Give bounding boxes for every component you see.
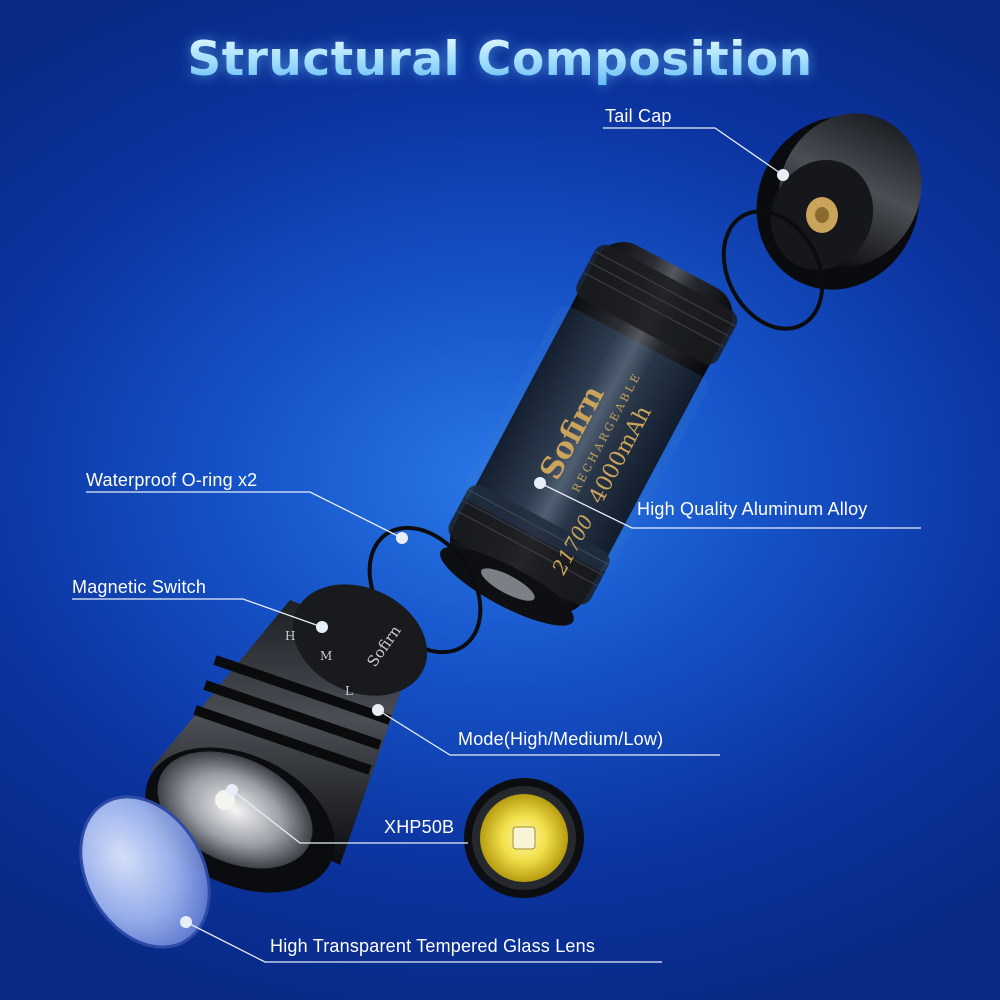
magnetic-switch-leader: [72, 598, 323, 628]
tail-cap-label: Tail Cap: [605, 106, 672, 126]
tail-cap-leader: [603, 127, 784, 176]
o-ring-label: Waterproof O-ring x2: [86, 470, 258, 490]
aluminum-label: High Quality Aluminum Alloy: [637, 499, 868, 519]
battery-tube: [440, 242, 738, 626]
mode-l-text: L: [345, 684, 353, 698]
o-ring-leader: [86, 491, 403, 539]
mode-h-text: H: [285, 629, 295, 643]
lens-label: High Transparent Tempered Glass Lens: [270, 936, 596, 956]
led-label: XHP50B: [384, 817, 455, 837]
mode-leader: [377, 709, 720, 756]
led-leader: [231, 789, 468, 844]
led-inset: [464, 778, 584, 898]
leader-dots: [180, 169, 789, 928]
magnetic-switch-label: Magnetic Switch: [72, 577, 207, 597]
aluminum-leader: [539, 482, 921, 529]
mode-label: Mode(High/Medium/Low): [458, 729, 664, 749]
lens-leader: [185, 921, 662, 963]
mode-m-text: M: [320, 649, 332, 663]
glass-lens: [79, 795, 211, 949]
page-title: Structural Composition: [0, 32, 1000, 87]
leader-lines: [72, 127, 921, 963]
tail-cap: [756, 113, 922, 290]
tail-o-ring: [721, 209, 825, 331]
